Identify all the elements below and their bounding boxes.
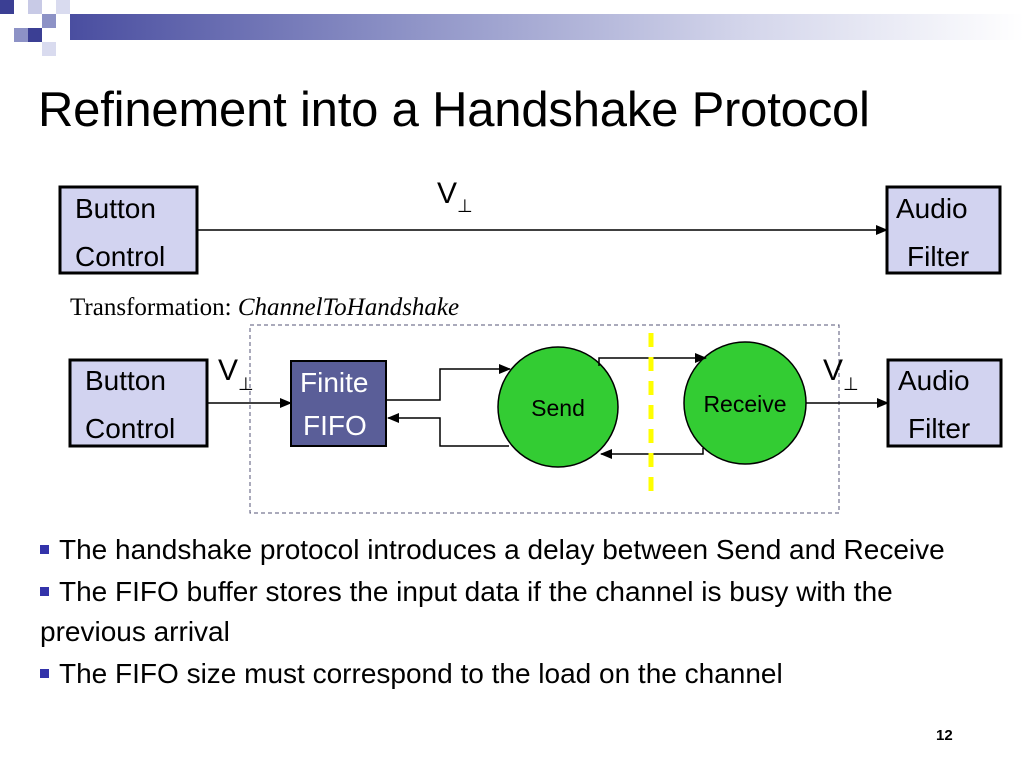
send-to-receive-arrow (598, 353, 707, 366)
transformation-name: ChannelToHandshake (238, 294, 459, 321)
header-band (70, 14, 1024, 40)
send-circle: Send (497, 346, 619, 468)
top-button-control-line2: Control (75, 241, 165, 272)
square-bullet-icon (40, 545, 49, 554)
top-audio-filter-box: Audio Filter (885, 185, 1002, 275)
bottom-button-control-line1: Button (85, 365, 166, 396)
output-signal-label: V (823, 354, 843, 387)
bottom-audio-filter-box: Audio Filter (886, 358, 1003, 448)
top-audio-filter-line1: Audio (896, 193, 968, 224)
bullet-item: The FIFO size must correspond to the loa… (40, 654, 980, 694)
fifo-to-send-arrow (386, 364, 511, 401)
bottom-audio-filter-line1: Audio (898, 365, 970, 396)
send-to-fifo-arrow (387, 413, 509, 447)
receive-label: Receive (703, 391, 786, 417)
transformation-prefix: Transformation: (70, 294, 238, 321)
bullet-list: The handshake protocol introduces a dela… (40, 530, 980, 696)
receive-circle: Receive (683, 341, 807, 465)
square-bullet-icon (40, 587, 49, 596)
fifo-line1: Finite (300, 367, 368, 398)
top-signal-symbol: ⊥ (457, 196, 473, 216)
square-bullet-icon (40, 669, 49, 678)
bullet-text: The FIFO buffer stores the input data if… (40, 576, 893, 647)
slide-title: Refinement into a Handshake Protocol (38, 83, 870, 137)
transformation-caption: Transformation: ChannelToHandshake (70, 294, 459, 321)
top-button-control-line1: Button (75, 193, 156, 224)
bottom-button-control-line2: Control (85, 413, 175, 444)
top-button-control-box: Button Control (58, 185, 199, 275)
bullet-item: The handshake protocol introduces a dela… (40, 530, 980, 570)
bottom-audio-filter-line2: Filter (908, 413, 970, 444)
bullet-text: The handshake protocol introduces a dela… (59, 534, 945, 565)
bottom-button-control-box: Button Control (68, 358, 209, 448)
refinement-region (249, 324, 840, 514)
send-label: Send (531, 395, 585, 421)
receive-to-send-arrow (600, 448, 704, 459)
bullet-text: The FIFO size must correspond to the loa… (59, 658, 783, 689)
top-signal-label: V (437, 177, 457, 210)
top-audio-filter-line2: Filter (907, 241, 969, 272)
input-signal-symbol: ⊥ (238, 374, 254, 394)
slide-number: 12 (936, 727, 953, 744)
corner-decoration (0, 0, 70, 56)
fifo-line2: FIFO (303, 410, 367, 441)
input-signal-label: V (218, 354, 238, 387)
output-signal-symbol: ⊥ (843, 374, 859, 394)
finite-fifo-box: Finite FIFO (290, 360, 387, 447)
bullet-item: The FIFO buffer stores the input data if… (40, 572, 980, 652)
